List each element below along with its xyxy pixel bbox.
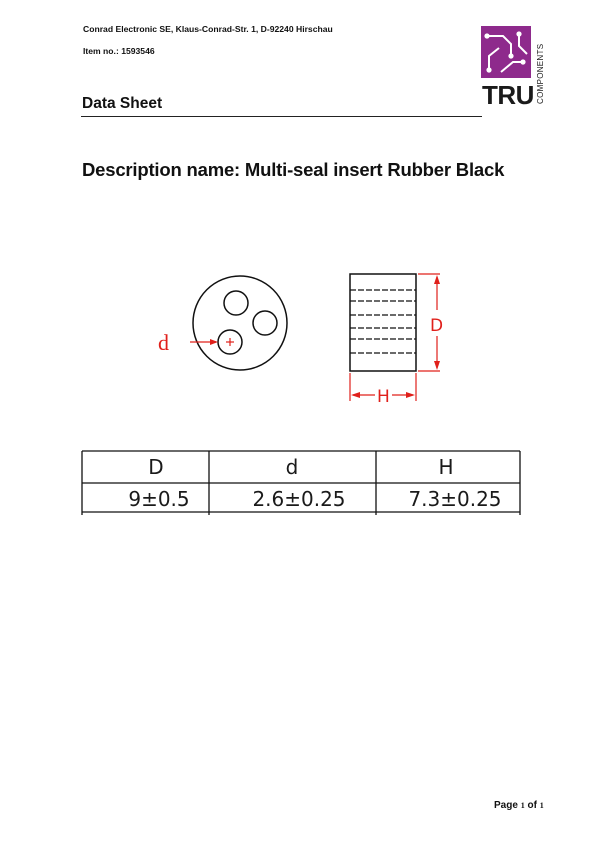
company-address: Conrad Electronic SE, Klaus-Conrad-Str. …: [83, 24, 333, 34]
hidden-hole-lines: [350, 289, 416, 354]
side-view: D H: [349, 273, 443, 407]
circuit-traces-icon: [487, 34, 528, 73]
D-arrow-up-icon: [434, 275, 440, 284]
table-value-H: 7.3±0.25: [408, 487, 501, 511]
dimensions-table: D d H 9±0.5 2.6±0.25 7.3±0.25: [81, 450, 521, 515]
side-body: [349, 273, 417, 372]
seal-hole-right: [252, 310, 278, 336]
H-dimension: [349, 373, 417, 401]
seal-hole-top: [223, 290, 249, 316]
title-divider: [81, 116, 482, 117]
table-grid: [81, 450, 521, 515]
page-footer: Page 1 of 1: [494, 800, 544, 811]
page-word: Page: [494, 800, 518, 811]
table-header-d: d: [286, 455, 299, 479]
of-word: of: [527, 800, 537, 811]
label-H: H: [377, 387, 390, 407]
description-heading: Description name: Multi-seal insert Rubb…: [82, 159, 505, 180]
outer-circle: [192, 275, 288, 371]
label-d: d: [158, 330, 169, 355]
D-arrow-down-icon: [434, 361, 440, 370]
page-current: 1: [520, 801, 525, 810]
table-value-D: 9±0.5: [128, 487, 189, 511]
logo-brand-text: TRU: [482, 80, 534, 106]
logo-subtitle-text: COMPONENTS: [536, 44, 545, 104]
table-header-D: D: [148, 455, 163, 479]
H-arrow-right-icon: [406, 392, 415, 398]
technical-drawing: d D H: [158, 273, 443, 407]
sheet-title: Data Sheet: [82, 95, 163, 112]
hole-center-mark: [226, 338, 234, 346]
label-D: D: [430, 316, 443, 336]
H-arrow-left-icon: [351, 392, 360, 398]
page-total: 1: [539, 801, 544, 810]
front-view: d: [158, 275, 288, 371]
tru-components-logo: TRU COMPONENTS: [481, 26, 545, 106]
circuit-nodes-icon: [484, 31, 526, 73]
d-arrow-icon: [210, 339, 218, 345]
table-header-H: H: [438, 455, 453, 479]
table-value-d: 2.6±0.25: [252, 487, 345, 511]
item-number: Item no.: 1593546: [83, 46, 155, 56]
